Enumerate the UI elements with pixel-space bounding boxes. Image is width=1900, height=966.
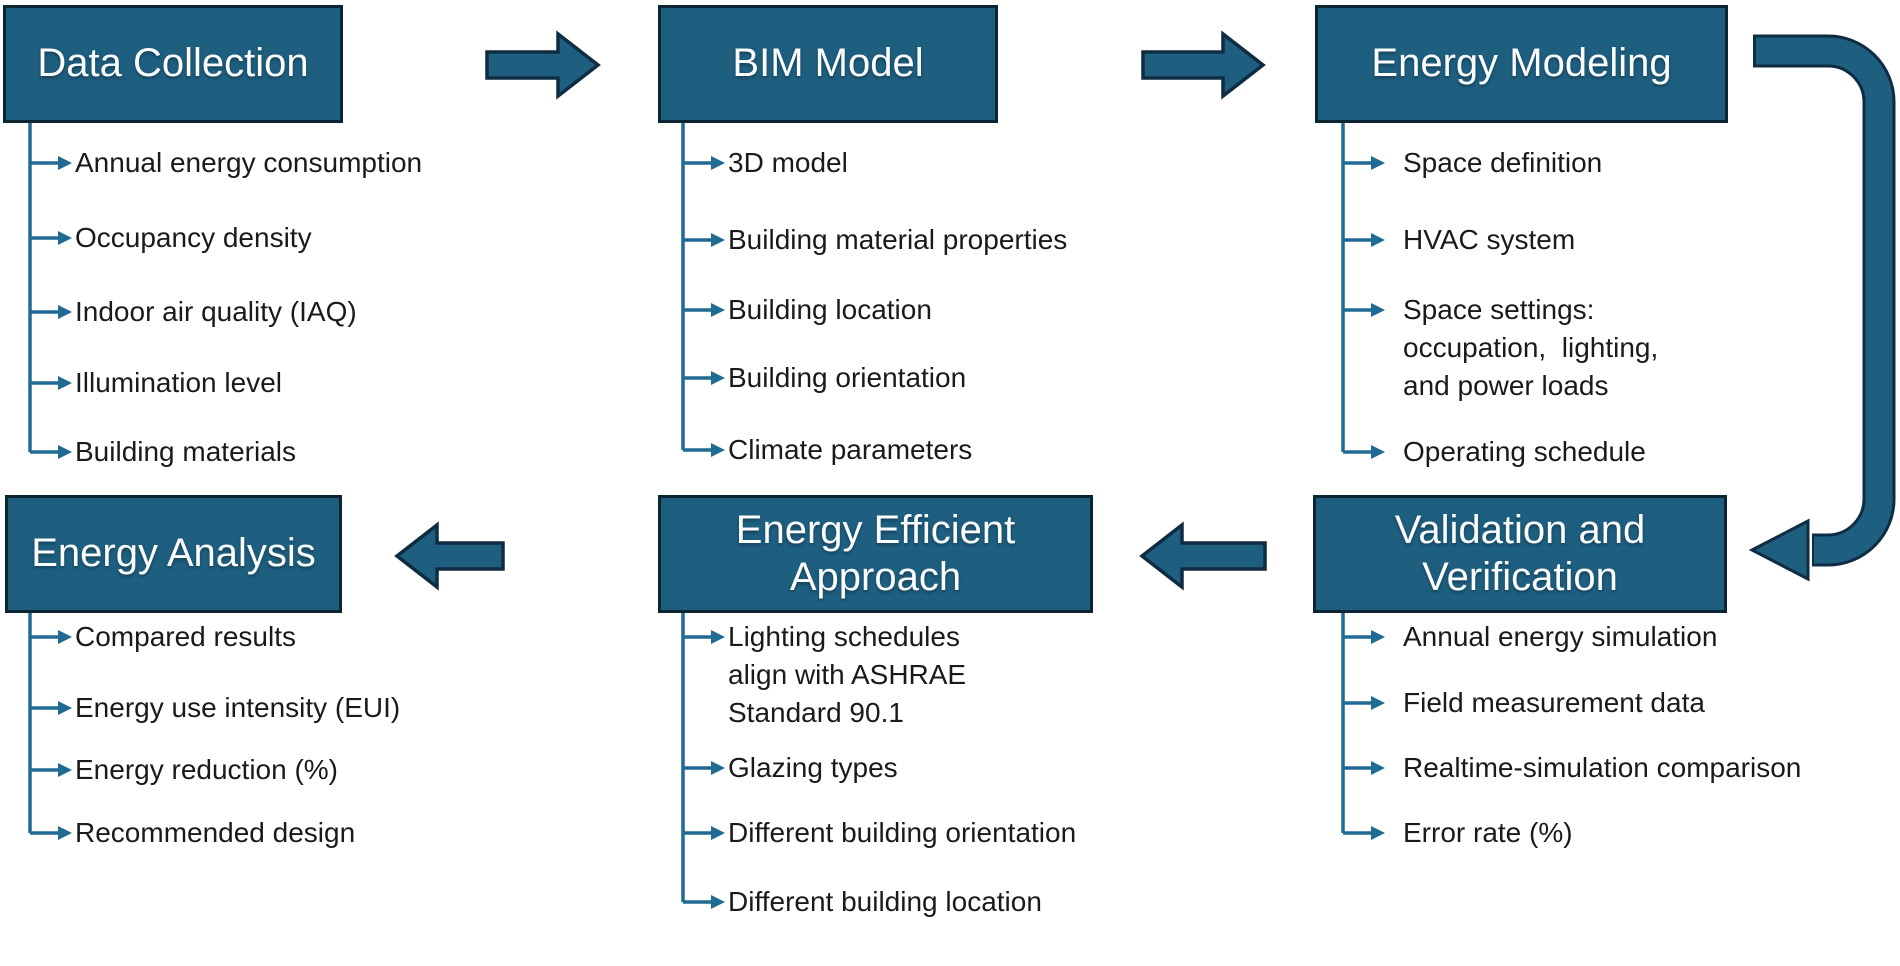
list-item: Building materials xyxy=(75,436,296,467)
list-item: Building material properties xyxy=(728,224,1068,255)
flowchart-box-energy-efficient-approach: Energy Efficient Approach xyxy=(658,495,1093,613)
connector-tree-bim-model xyxy=(681,123,725,457)
box-title-validation-verification: Validation and Verification xyxy=(1394,507,1646,599)
list-item: 3D model xyxy=(728,147,848,178)
list-item: Climate parameters xyxy=(728,434,973,465)
list-item: HVAC system xyxy=(1403,224,1576,255)
flow-arrow-left-1 xyxy=(1139,521,1267,591)
box-title-data-collection: Data Collection xyxy=(37,41,309,86)
list-item: Different building location xyxy=(728,886,1042,917)
list-item: Illumination level xyxy=(75,367,282,398)
list-item: Field measurement data xyxy=(1403,687,1705,718)
connector-tree-energy-analysis xyxy=(28,613,72,840)
box-title-energy-analysis: Energy Analysis xyxy=(31,531,316,576)
list-item: Recommended design xyxy=(75,817,356,848)
flowchart-box-energy-analysis: Energy Analysis xyxy=(5,495,342,613)
list-item: Error rate (%) xyxy=(1403,817,1573,848)
connector-tree-energy-modeling xyxy=(1341,123,1385,459)
list-item: Occupancy density xyxy=(75,222,312,253)
flowchart-box-energy-modeling: Energy Modeling xyxy=(1315,5,1728,123)
flow-arrow-left-2 xyxy=(394,521,505,591)
list-item: Compared results xyxy=(75,621,296,652)
list-item: Energy use intensity (EUI) xyxy=(75,692,401,723)
list-item: Different building orientation xyxy=(728,817,1077,848)
list-item: Lighting schedules align with ASHRAE Sta… xyxy=(728,621,967,728)
list-item: Building location xyxy=(728,294,932,325)
connector-tree-energy-efficient-approach xyxy=(681,613,725,909)
list-item: Glazing types xyxy=(728,752,898,783)
box-title-energy-modeling: Energy Modeling xyxy=(1371,41,1672,86)
list-item: Realtime-simulation comparison xyxy=(1403,752,1802,783)
flowchart-box-data-collection: Data Collection xyxy=(3,5,343,123)
flowchart-box-bim-model: BIM Model xyxy=(658,5,998,123)
list-item: Operating schedule xyxy=(1403,436,1646,467)
list-item: Space definition xyxy=(1403,147,1603,178)
box-title-bim-model: BIM Model xyxy=(732,41,924,86)
list-item: Annual energy consumption xyxy=(75,147,423,178)
flow-arrow-curved xyxy=(1748,34,1896,582)
connector-tree-validation-verification xyxy=(1341,613,1385,840)
flow-arrow-right-1 xyxy=(485,30,601,100)
list-item: Indoor air quality (IAQ) xyxy=(75,296,357,327)
list-item: Energy reduction (%) xyxy=(75,754,339,785)
list-item: Building orientation xyxy=(728,362,967,393)
connector-tree-data-collection xyxy=(28,123,72,459)
list-item: Space settings: occupation, lighting, an… xyxy=(1403,294,1659,401)
flowchart-box-validation-verification: Validation and Verification xyxy=(1313,495,1727,613)
box-title-energy-efficient-approach: Energy Efficient Approach xyxy=(735,507,1016,599)
list-item: Annual energy simulation xyxy=(1403,621,1718,652)
flow-arrow-right-2 xyxy=(1141,30,1266,100)
